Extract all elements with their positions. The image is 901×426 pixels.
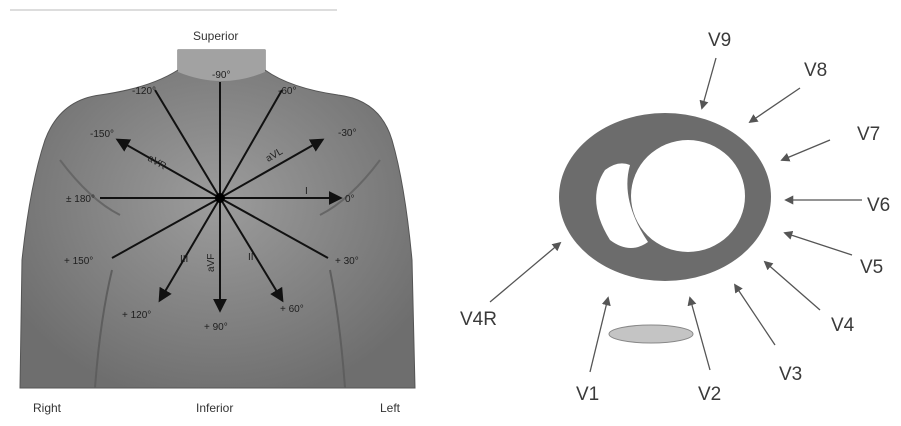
lead-label-ii: II (248, 252, 254, 263)
angle-label-plus120: + 120° (122, 310, 151, 321)
angle-label-plus60: + 60° (280, 304, 304, 315)
heart-cross-section: V9 V8 V7 V6 V5 V4 V3 V2 V1 V4R (460, 30, 890, 405)
center-point (215, 193, 225, 203)
arrow-v9 (702, 58, 716, 108)
lead-v2: V2 (698, 384, 721, 405)
angle-label-minus150: -150° (90, 129, 114, 140)
arrow-v8 (750, 88, 800, 122)
lead-v5: V5 (860, 257, 883, 278)
angle-label-plus90: + 90° (204, 322, 228, 333)
left-label: Left (380, 401, 401, 415)
arrow-v4r (490, 243, 560, 302)
lead-label-i: I (305, 186, 308, 197)
arrow-v1 (590, 298, 608, 372)
angle-label-180: ± 180° (66, 194, 95, 205)
right-label: Right (33, 401, 62, 415)
angle-label-plus30: + 30° (335, 256, 359, 267)
torso-figure: -90° -120° -60° -150° -30° ± 180° 0° + 1… (10, 10, 415, 415)
lead-label-avf: aVF (206, 254, 217, 272)
angle-label-minus60: -60° (278, 86, 296, 97)
lead-v4r: V4R (460, 309, 497, 330)
lead-v9: V9 (708, 30, 731, 51)
torso-body (20, 50, 415, 388)
superior-label: Superior (193, 29, 238, 43)
lead-v6: V6 (867, 195, 890, 216)
arrow-v5 (785, 233, 852, 255)
angle-label-plus150: + 150° (64, 256, 93, 267)
angle-label-zero: 0° (345, 194, 355, 205)
lead-v3: V3 (779, 364, 802, 385)
lead-v1: V1 (576, 384, 599, 405)
lead-v4: V4 (831, 315, 855, 336)
angle-label-minus90: -90° (212, 70, 230, 81)
angle-label-minus120: -120° (132, 86, 156, 97)
arrow-v3 (735, 285, 775, 345)
arrow-v7 (782, 140, 830, 160)
lead-v8: V8 (804, 60, 827, 81)
left-ventricle-cavity (631, 140, 745, 252)
lead-v7: V7 (857, 124, 880, 145)
angle-label-minus30: -30° (338, 128, 356, 139)
lead-label-iii: III (180, 254, 188, 265)
esophagus-ellipse (609, 325, 693, 343)
arrow-v4 (765, 262, 820, 310)
inferior-label: Inferior (196, 401, 233, 415)
